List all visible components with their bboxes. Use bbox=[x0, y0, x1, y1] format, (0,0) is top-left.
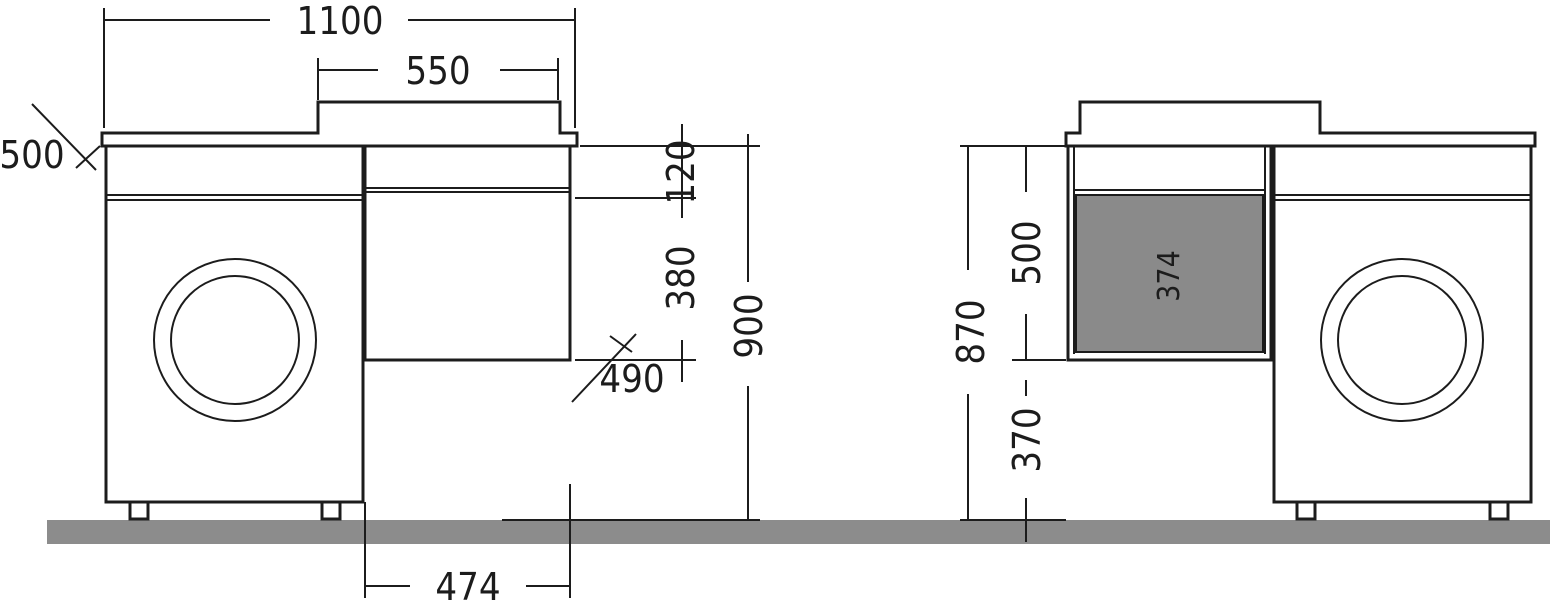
right-view: 374 500 370 870 bbox=[949, 100, 1537, 542]
right-countertop bbox=[1064, 100, 1537, 148]
dim-1100-label: 1100 bbox=[297, 0, 384, 43]
floor bbox=[47, 520, 1550, 544]
dim-550-label: 550 bbox=[405, 49, 470, 93]
left-washer-door-outer bbox=[153, 258, 317, 422]
right-washer-door-inner bbox=[1337, 275, 1467, 405]
dim-374-label: 374 bbox=[1152, 250, 1187, 302]
right-washer-door-outer bbox=[1320, 258, 1484, 422]
left-view: 1100 550 500 120 380 900 490 4 bbox=[0, 0, 771, 608]
dim-120-label: 120 bbox=[659, 139, 703, 204]
dim-right-500-label: 500 bbox=[1005, 220, 1049, 285]
left-washer-foot-1 bbox=[128, 500, 150, 521]
dim-370-label: 370 bbox=[1005, 407, 1049, 472]
dim-474-label: 474 bbox=[435, 565, 500, 608]
left-washer-foot-2 bbox=[320, 500, 342, 521]
right-washer-foot-1 bbox=[1295, 500, 1317, 521]
left-cabinet bbox=[363, 144, 572, 362]
left-countertop bbox=[100, 100, 579, 148]
left-washer-door-inner bbox=[170, 275, 300, 405]
dim-380-label: 380 bbox=[659, 245, 703, 310]
dim-900-label: 900 bbox=[727, 293, 771, 358]
dim-870-label: 870 bbox=[949, 299, 993, 364]
dim-500-depth-label: 500 bbox=[0, 133, 65, 177]
right-cabinet-panel bbox=[1075, 194, 1264, 353]
right-washer-foot-2 bbox=[1488, 500, 1510, 521]
dim-490-label: 490 bbox=[599, 357, 664, 401]
left-washer-body bbox=[104, 144, 365, 504]
